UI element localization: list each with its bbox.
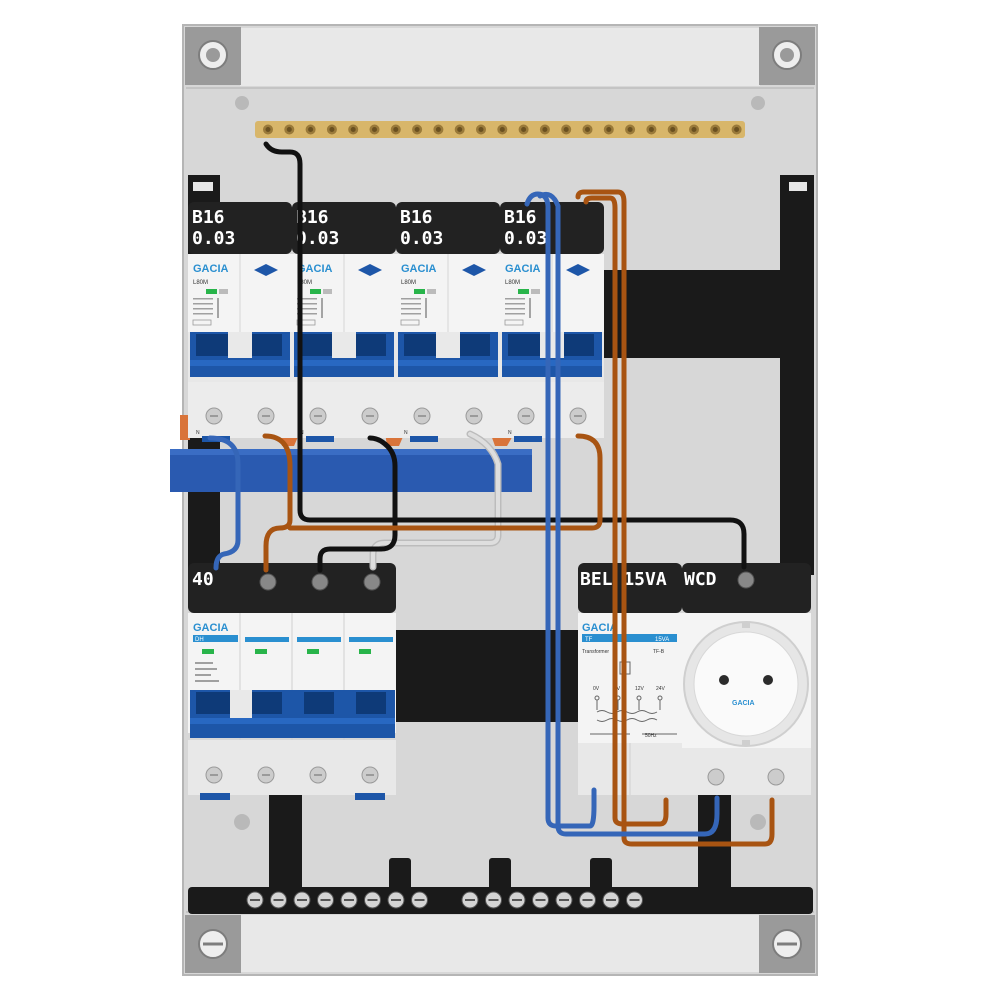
comb-busbar [170,415,532,492]
model-tag: DH [195,637,204,643]
status-led [310,289,321,294]
status-led [518,289,529,294]
brand-logo: GACIA [732,700,755,707]
brand-logo: GACIA [193,263,229,275]
wire-black [263,141,747,570]
sensitivity-label: 0.03 [400,228,443,249]
power-tag: 15VA [655,637,669,643]
wire-blue [537,191,720,837]
tap-label: 12V [635,686,645,692]
terminal-screw [363,573,381,591]
diamond-logo-icon [254,264,278,276]
rcbo-row: B160.03GACIAL80MNB160.03GACIAL80MNB160.0… [188,202,604,442]
tap-label: 24V [656,686,666,692]
neutral-marker: N [508,430,512,436]
model-label: L80M [505,280,520,286]
socket-pin-hole [763,675,773,685]
wire-blue [207,435,241,571]
socket-pin-hole [719,675,729,685]
wall-socket[interactable]: WCD GACIA [682,563,811,795]
status-led [359,649,371,654]
diamond-logo-icon [358,264,382,276]
sensitivity-label: 0.03 [296,228,339,249]
terminal-screw [311,573,329,591]
status-led [206,289,217,294]
neutral-marker: N [196,430,200,436]
rating-label: B16 [192,207,225,228]
brand-logo: GACIA [401,263,437,275]
sensitivity-label: 0.03 [504,228,547,249]
wire-blue [524,191,597,829]
status-led [202,649,214,654]
wiring [207,141,775,847]
terminal-screw [737,571,755,589]
wire-black [317,435,398,573]
terminal-screw [767,768,785,786]
wire-brown [583,195,669,827]
bell-transformer[interactable]: BEL 15VA GACIA TF 15VA Transformer TF-B … [578,563,682,795]
corner-screw [759,915,815,973]
main-switch[interactable]: 40 GACIA DH [188,563,396,800]
corner-screw [185,915,241,973]
tap-label: 0V [593,686,600,692]
toggle-handle[interactable] [230,690,252,718]
terminal-screw [259,573,277,591]
brand-logo: GACIA [505,263,541,275]
corner-screw [185,27,241,85]
brand-logo: GACIA [582,622,618,634]
wire-brown [262,433,293,573]
toggle-handle[interactable] [332,332,356,358]
frequency-label: 50Hz [645,733,657,739]
model-label: L80M [401,280,416,286]
socket-label: WCD [684,569,717,590]
sensitivity-label: 0.03 [192,228,235,249]
diamond-logo-icon [462,264,486,276]
model-label: L80M [297,280,312,286]
status-led [255,649,267,654]
model-label: L80M [193,280,208,286]
din-rails [188,175,814,722]
toggle-handle[interactable] [228,332,252,358]
rating-label: B16 [400,207,433,228]
brand-logo: GACIA [193,622,229,634]
transformer-schematic [590,661,677,735]
brand-logo: GACIA [297,263,333,275]
neutral-marker: N [404,430,408,436]
transformer-code: TF-B [653,649,665,655]
rating-label: B16 [504,207,537,228]
main-switch-label: 40 [192,569,214,590]
toggle-handle[interactable] [436,332,460,358]
wire-brown [575,189,775,847]
earth-bar [188,795,813,914]
transformer-title: Transformer [582,649,609,655]
status-led [307,649,319,654]
corner-screw [759,27,815,85]
neutral-busbar [255,121,745,138]
wire-brown [287,433,603,531]
model-tag: TF [585,637,593,643]
status-led [414,289,425,294]
diamond-logo-icon [566,264,590,276]
rating-label: B16 [296,207,329,228]
terminal-screw [707,768,725,786]
